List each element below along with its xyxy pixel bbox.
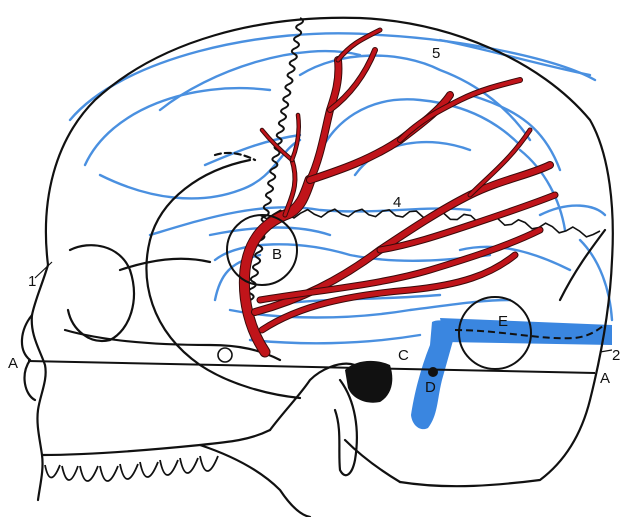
label-a-right: A: [600, 370, 610, 387]
maxilla: [42, 430, 270, 455]
label-2: 2: [612, 347, 620, 364]
sulcus-line: [100, 140, 300, 198]
label-5: 5: [432, 45, 440, 62]
label-e: E: [498, 313, 508, 330]
tooth: [62, 466, 78, 480]
transverse-sinus: [440, 318, 612, 345]
label-1: 1: [28, 273, 36, 290]
mandible-ramus: [270, 364, 355, 430]
tooth: [200, 456, 218, 471]
sulcus-line: [315, 99, 520, 165]
label-a-left: A: [8, 355, 18, 372]
ear-ossicle: [218, 348, 232, 362]
label-d: D: [425, 379, 436, 396]
tooth: [120, 464, 138, 479]
reference-line-a-a: [28, 361, 595, 373]
sulcus-line: [250, 335, 420, 343]
sulcus-line: [85, 88, 270, 165]
mandible: [200, 445, 310, 517]
tooth: [160, 460, 178, 475]
sulcus-line: [440, 40, 590, 75]
label-c: C: [398, 347, 409, 364]
tooth: [45, 465, 60, 478]
label-4: 4: [393, 194, 401, 211]
sulcus-line: [205, 135, 300, 165]
face-outline: [32, 265, 48, 500]
occipital: [345, 440, 400, 482]
petrous-bone: [218, 348, 392, 403]
orbit: [68, 245, 134, 341]
tooth: [80, 466, 98, 481]
tooth: [140, 462, 158, 477]
sphenoid-line: [120, 259, 210, 270]
tooth: [180, 458, 198, 473]
tooth: [100, 466, 118, 481]
sulcus-line: [520, 150, 565, 230]
sulcus-line: [470, 95, 560, 170]
point-d: [428, 367, 438, 377]
label-b: B: [272, 246, 282, 263]
skull-outline: [22, 18, 613, 517]
zygomatic-arch: [65, 330, 280, 360]
teeth: [45, 456, 218, 481]
sulcus-line: [540, 206, 605, 215]
